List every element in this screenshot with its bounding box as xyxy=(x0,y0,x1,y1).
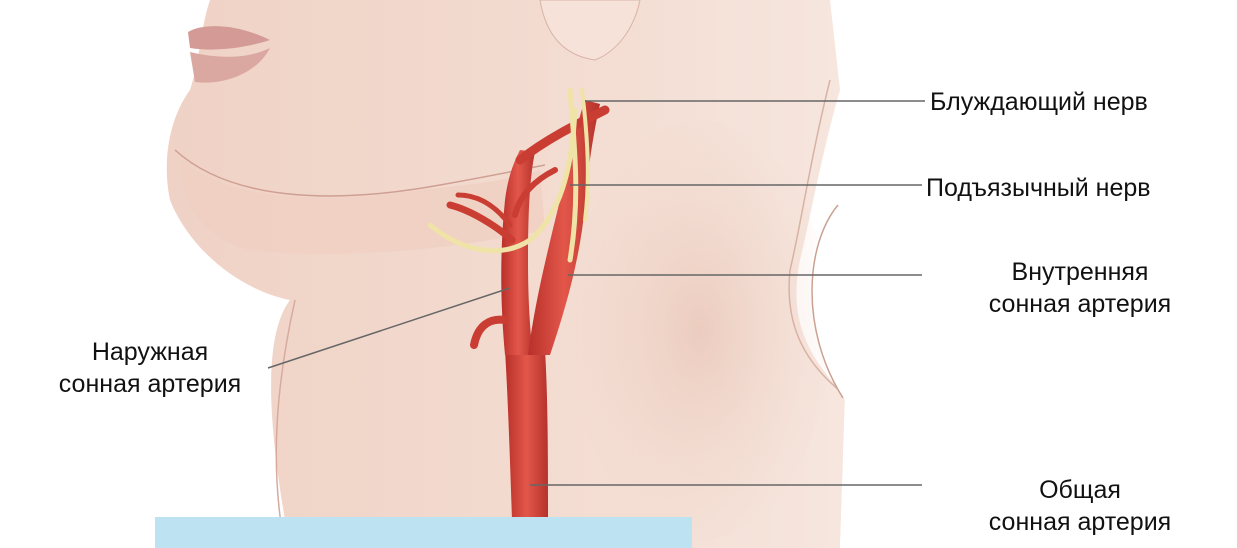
blue-bar xyxy=(155,517,692,548)
label-external-carotid: Наружная сонная артерия xyxy=(20,336,280,400)
label-vagus-nerve: Блуждающий нерв xyxy=(930,86,1148,118)
label-internal-carotid: Внутренняя сонная артерия xyxy=(952,256,1208,320)
label-hypoglossal-nerve: Подъязычный нерв xyxy=(926,172,1151,204)
common-carotid-artery xyxy=(505,350,548,520)
label-common-carotid: Общая сонная артерия xyxy=(952,474,1208,538)
